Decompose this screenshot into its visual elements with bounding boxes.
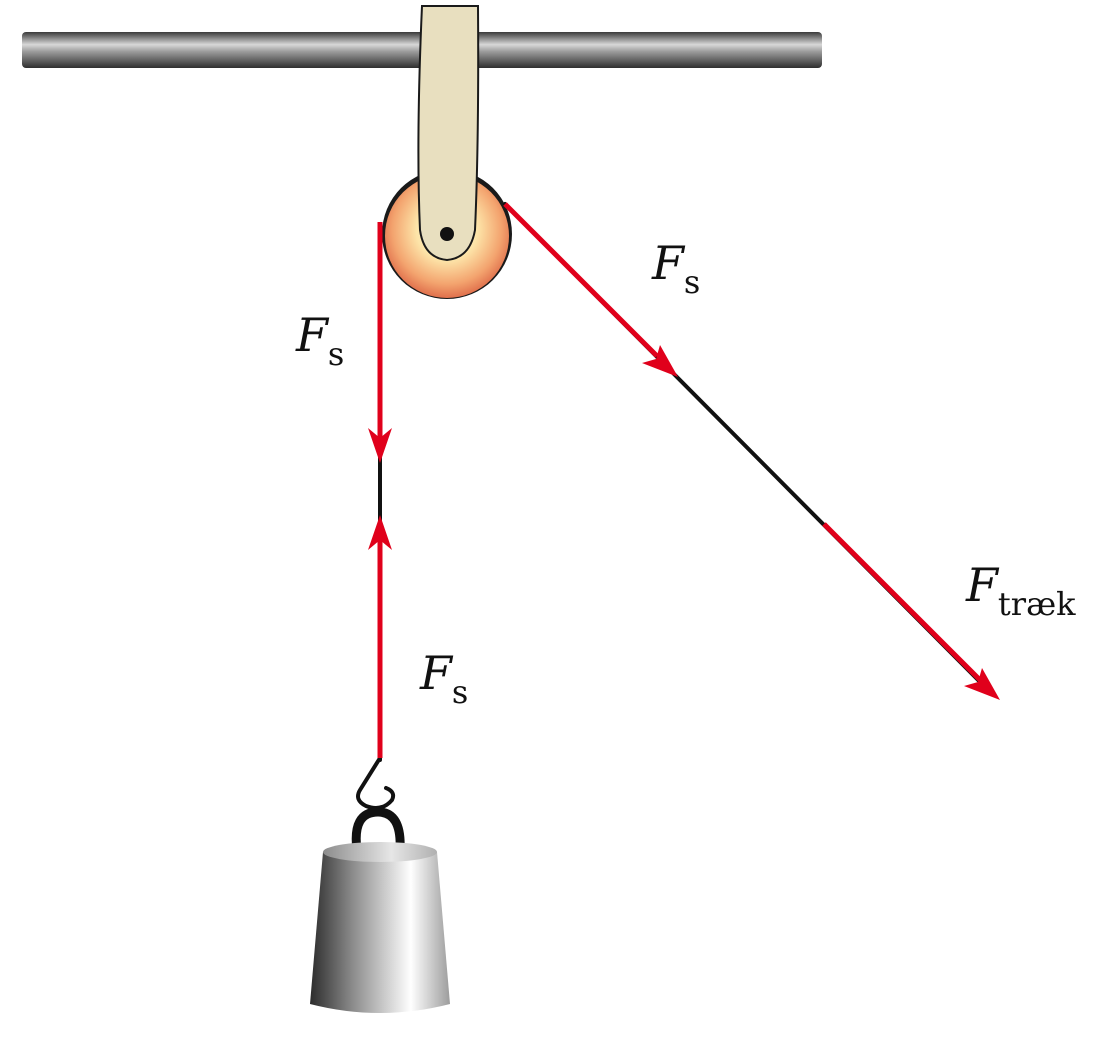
pulley-bracket [417, 5, 480, 262]
label-fs-right-subscript: s [683, 263, 701, 301]
force-arrow-fs-right [503, 202, 678, 377]
weight-handle [351, 807, 405, 855]
label-f-traek-symbol: F [966, 558, 998, 612]
pulley-axle [440, 227, 454, 241]
force-arrow-fs-lower [368, 515, 392, 758]
hook [356, 756, 396, 810]
weight [310, 842, 450, 1013]
label-fs-lower: Fs [420, 646, 468, 711]
label-fs-left: Fs [296, 308, 344, 373]
label-fs-right: Fs [652, 236, 700, 301]
label-fs-left-subscript: s [327, 335, 345, 373]
force-arrow-f-traek [822, 522, 1000, 700]
label-fs-right-symbol: F [652, 236, 684, 290]
label-f-traek-subscript: træk [997, 585, 1076, 623]
force-arrow-fs-left [368, 222, 392, 463]
label-f-traek: Ftræk [966, 558, 1076, 623]
label-fs-lower-subscript: s [451, 673, 469, 711]
label-fs-lower-symbol: F [420, 646, 452, 700]
label-fs-left-symbol: F [296, 308, 328, 362]
